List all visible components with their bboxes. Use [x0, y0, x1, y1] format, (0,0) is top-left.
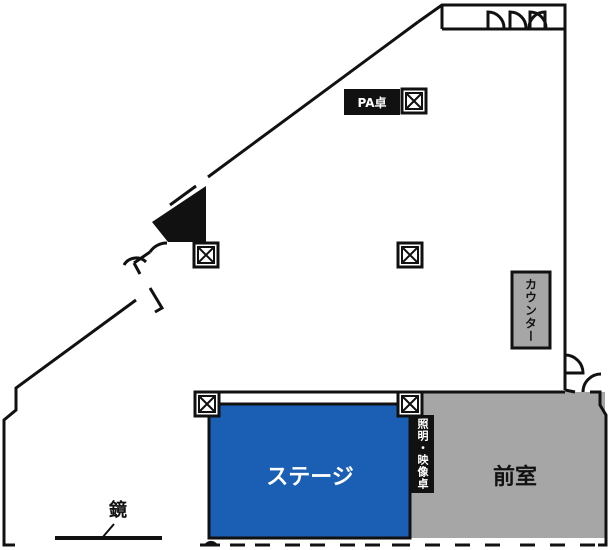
- stage-label: ステージ: [266, 465, 354, 490]
- speaker-icon-stage-left: [193, 390, 221, 418]
- stage-area: [207, 402, 412, 540]
- lobby-area: [410, 392, 605, 538]
- mirror-label: 鏡: [109, 500, 127, 521]
- pa-desk-label: PA卓: [346, 91, 398, 113]
- door-swing-icon: [122, 10, 602, 547]
- speaker-icon-left: [192, 241, 220, 269]
- lighting-video-desk-label: 照明・映像卓: [411, 417, 433, 491]
- speaker-icon-pa: [400, 87, 428, 115]
- lobby-label: 前室: [492, 465, 537, 490]
- speaker-icon-center: [396, 241, 424, 269]
- counter-label: カウンター: [523, 277, 538, 343]
- counter-box: [510, 270, 552, 350]
- pillar-shape: [152, 186, 206, 242]
- speaker-icon-stage-right: [396, 390, 424, 418]
- mirror-pointer: [101, 523, 115, 539]
